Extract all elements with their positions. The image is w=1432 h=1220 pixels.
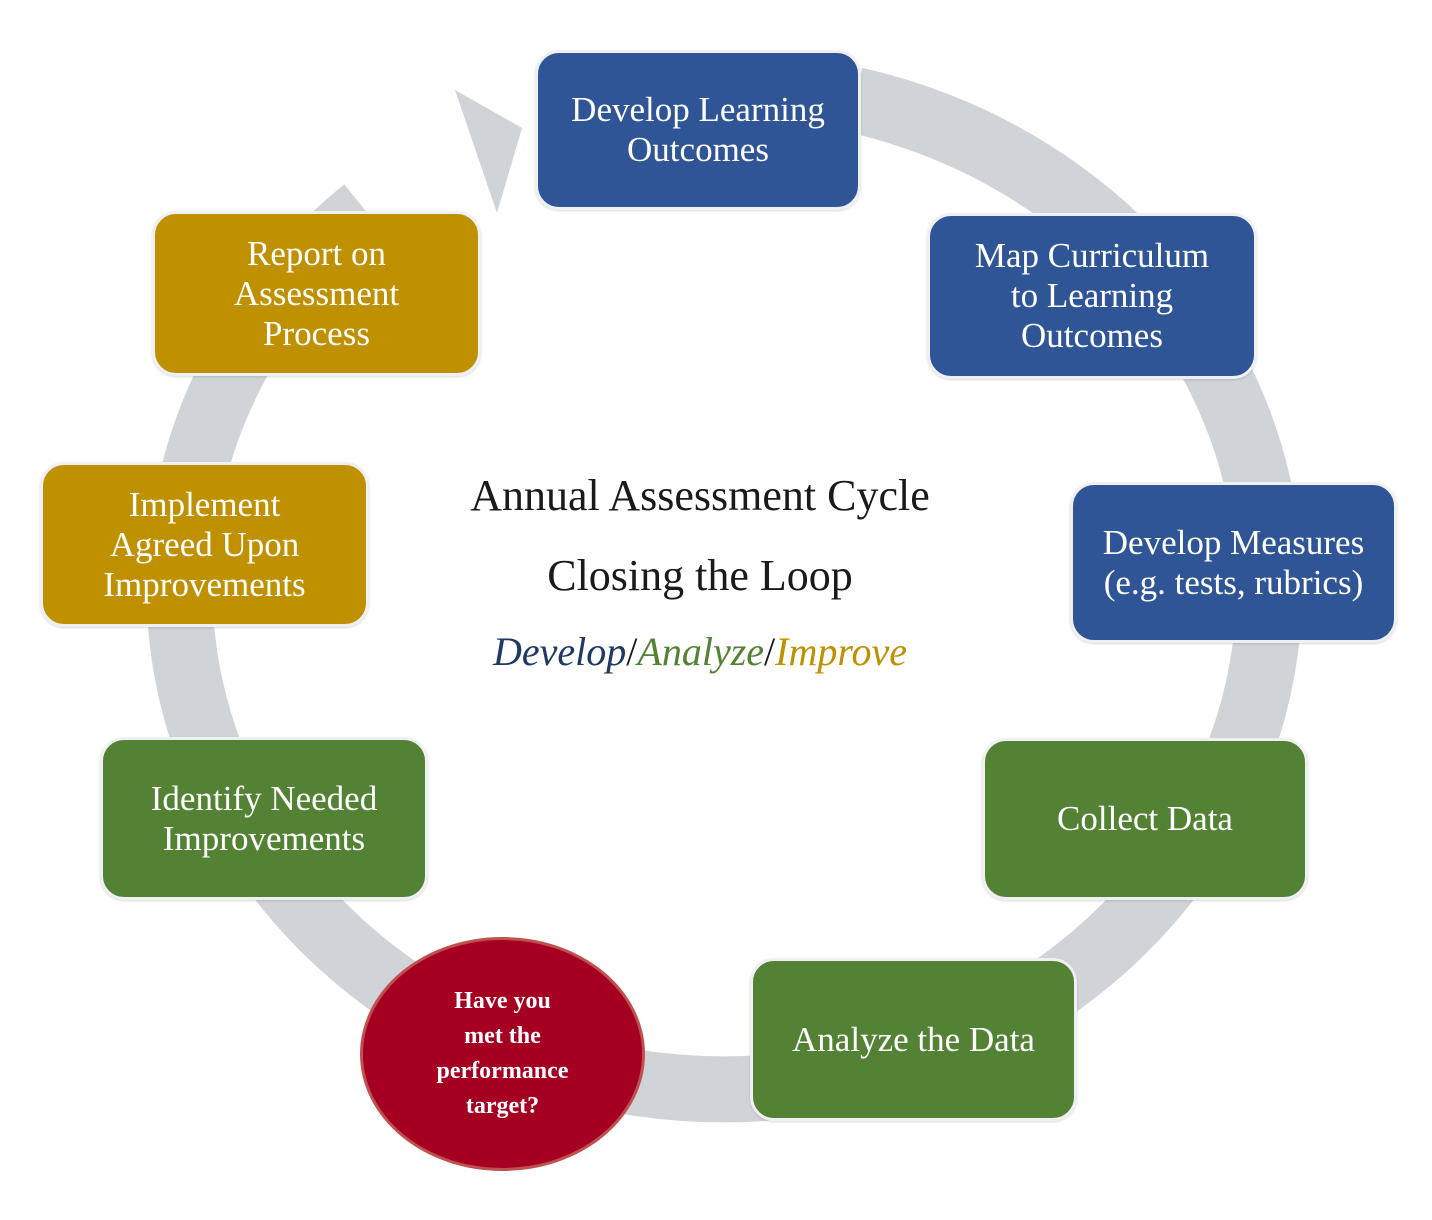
tagline-improve: Improve (775, 629, 907, 674)
diagram-title: Annual Assessment Cycle (470, 471, 930, 520)
tagline-analyze: Analyze (637, 629, 765, 674)
step-develop-measures: Develop Measures (e.g. tests, rubrics) (1070, 482, 1397, 643)
step-analyze-the-data: Analyze the Data (750, 958, 1077, 1121)
cycle-arrowhead (455, 90, 522, 213)
diagram-subtitle: Closing the Loop (547, 551, 853, 600)
step-report-on-assessment: Report on Assessment Process (152, 211, 481, 376)
step-collect-data: Collect Data (982, 738, 1308, 900)
tagline-separator-1: / (626, 629, 638, 674)
step-identify-needed-improvements: Identify Needed Improvements (100, 737, 428, 900)
tagline-separator-2: / (764, 629, 776, 674)
step-map-curriculum: Map Curriculum to Learning Outcomes (927, 213, 1257, 379)
step-implement-improvements: Implement Agreed Upon Improvements (40, 462, 369, 627)
tagline: Develop/Analyze/Improve (400, 628, 1000, 675)
tagline-develop: Develop (493, 629, 627, 674)
step-develop-learning-outcomes: Develop Learning Outcomes (535, 50, 861, 210)
step-performance-target-decision: Have you met the performance target? (360, 937, 645, 1171)
